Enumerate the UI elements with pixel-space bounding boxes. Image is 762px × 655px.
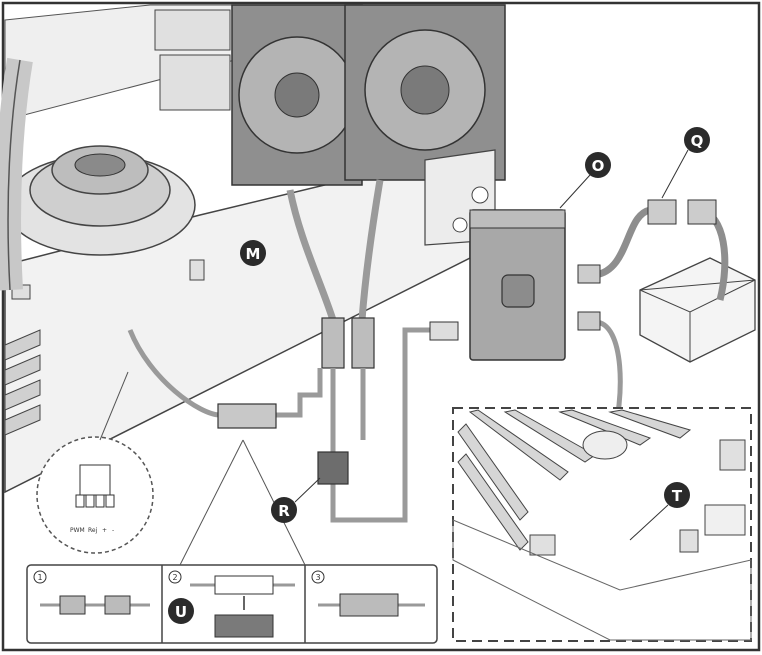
step-1-number: 1 xyxy=(37,573,42,582)
fan-cables xyxy=(286,179,384,322)
callout-r: R xyxy=(271,477,321,523)
argb-cable xyxy=(127,329,323,418)
hub-input-plug xyxy=(429,321,459,341)
usb-plug-hub xyxy=(577,311,601,331)
callout-o: O xyxy=(559,152,611,209)
motherboard-inset xyxy=(452,407,752,642)
callout-u-label: U xyxy=(175,603,187,621)
callout-r-label: R xyxy=(278,502,290,520)
callout-q-label: Q xyxy=(691,132,704,150)
argb-extension-connector xyxy=(217,403,277,429)
pin-detail-circle xyxy=(36,371,154,554)
pin-label-pwm: PWM xyxy=(70,527,85,534)
sata-plug-psu-right xyxy=(687,199,717,225)
step-2-number: 2 xyxy=(172,573,177,582)
board-connectors xyxy=(11,9,231,300)
callout-u: U xyxy=(168,598,194,624)
callout-t-label: T xyxy=(672,487,683,505)
callouts: M O Q R T U xyxy=(168,127,710,624)
pin-label-minus: - xyxy=(112,527,114,534)
ram-slots-left xyxy=(4,329,41,436)
hub-device xyxy=(469,209,566,361)
fan-left xyxy=(231,4,363,186)
fan-right xyxy=(344,4,506,181)
sata-plug-hub xyxy=(577,264,601,284)
callout-m-label: M xyxy=(246,245,261,263)
pin-labels: PWM Rej + - xyxy=(70,527,114,534)
callout-m: M xyxy=(240,240,266,266)
callout-o-label: O xyxy=(592,157,605,175)
callout-t: T xyxy=(629,482,690,541)
r-connector xyxy=(317,451,349,485)
sata-plug-psu-left xyxy=(647,199,677,225)
step-1-panel: 1 xyxy=(33,570,150,615)
step-3-number: 3 xyxy=(315,573,320,582)
step-2-panel: 2 xyxy=(168,570,295,638)
cooler-master-logo xyxy=(501,274,535,308)
pin-label-plus: + xyxy=(102,527,107,534)
cpu-pump-block xyxy=(0,57,196,291)
pin-label-rej: Rej xyxy=(88,527,98,534)
step-3-panel: 3 xyxy=(311,570,425,617)
callout-q: Q xyxy=(661,127,710,199)
step-insets: 1 2 3 xyxy=(26,439,438,644)
